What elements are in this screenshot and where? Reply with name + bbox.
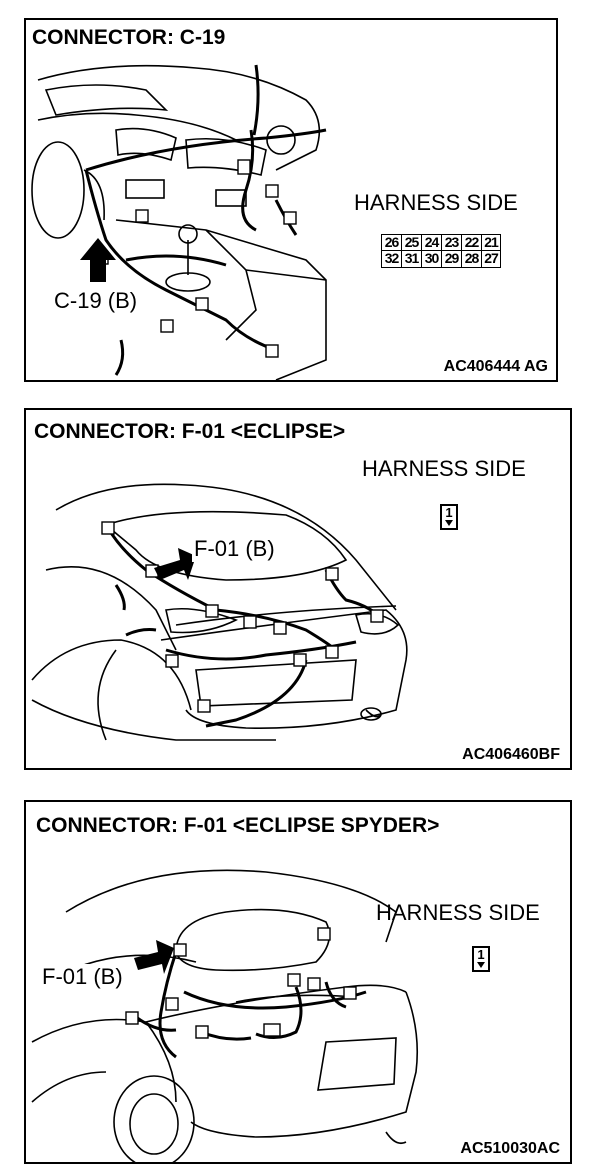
pin: 26 — [381, 234, 401, 251]
harness-side-label: HARNESS SIDE — [362, 456, 526, 481]
connector-lock-tab-icon — [445, 520, 453, 526]
pin-row-top: 26 25 24 23 22 21 — [381, 234, 501, 251]
c19-arrow — [80, 238, 116, 282]
coupe-rear-wiring-illustration — [31, 483, 408, 741]
panel-title: CONNECTOR: C-19 — [32, 26, 226, 49]
spyder-rear-wiring-illustration — [31, 869, 418, 1162]
figure-code: AC406444 AG — [443, 358, 548, 375]
c19-callout-label: C-19 (B) — [52, 288, 140, 314]
harness-side-label: HARNESS SIDE — [354, 190, 518, 215]
connector-lock-tab-icon — [477, 962, 485, 968]
pin: 31 — [401, 251, 421, 268]
pin: 25 — [401, 234, 421, 251]
pin: 21 — [481, 234, 501, 251]
panel-title: CONNECTOR: F-01 <ECLIPSE> — [34, 420, 346, 443]
pin-row-bottom: 32 31 30 29 28 27 — [381, 251, 501, 268]
f01-callout-label: F-01 (B) — [40, 964, 125, 990]
pin: 23 — [441, 234, 461, 251]
pin: 1 — [477, 947, 485, 962]
pin: 24 — [421, 234, 441, 251]
f01-callout-label: F-01 (B) — [192, 536, 277, 562]
figure-code: AC406460BF — [462, 746, 560, 763]
single-pin-connector: 1 — [472, 946, 490, 972]
connector-c19-panel: CONNECTOR: C-19 HARNESS SIDE 26 25 24 23… — [24, 18, 558, 382]
pin: 1 — [445, 505, 453, 520]
pin: 32 — [381, 251, 401, 268]
f01-arrow — [154, 548, 196, 580]
panel-title: CONNECTOR: F-01 <ECLIPSE SPYDER> — [36, 814, 440, 837]
connector-f01-eclipse-panel: CONNECTOR: F-01 <ECLIPSE> HARNESS SIDE 1… — [24, 408, 572, 770]
pin: 22 — [461, 234, 481, 251]
pin: 30 — [421, 251, 441, 268]
pin: 27 — [481, 251, 501, 268]
dashboard-wiring-illustration — [31, 64, 327, 380]
harness-side-label: HARNESS SIDE — [376, 900, 540, 925]
pin: 29 — [441, 251, 461, 268]
connector-pin-diagram: 26 25 24 23 22 21 32 31 30 29 28 27 — [381, 234, 501, 268]
connector-f01-eclipse-spyder-panel: CONNECTOR: F-01 <ECLIPSE SPYDER> HARNESS… — [24, 800, 572, 1164]
figure-code: AC510030AC — [460, 1140, 560, 1157]
f01-spyder-arrow — [134, 940, 174, 974]
pin: 28 — [461, 251, 481, 268]
single-pin-connector: 1 — [440, 504, 458, 530]
